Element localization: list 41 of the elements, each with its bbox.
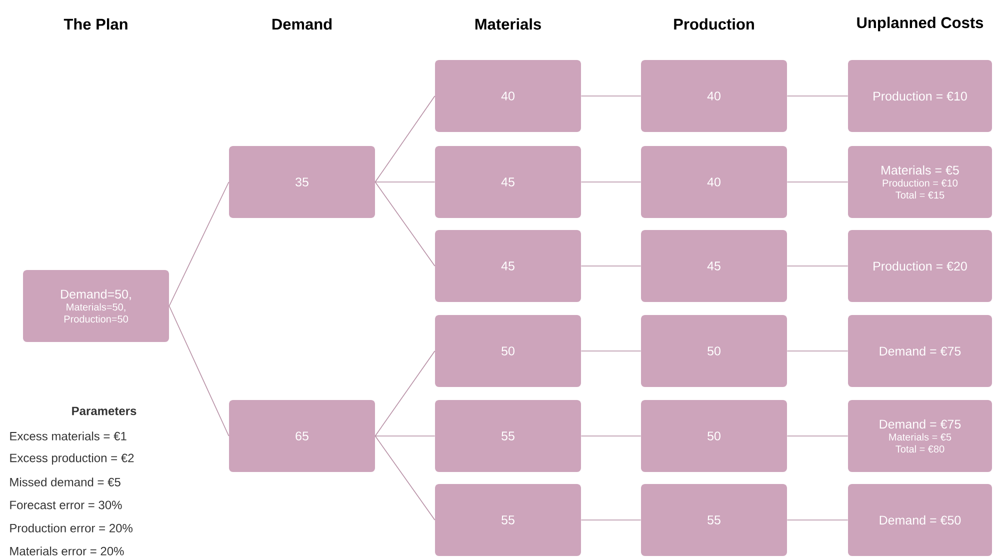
connector-line — [374, 350, 436, 436]
connector-line — [580, 350, 642, 352]
process-box: Demand=50, Materials=50, Production=50 — [23, 270, 169, 342]
process-box: Production = €10 — [848, 60, 992, 132]
connector-line — [786, 350, 848, 352]
process-box: 65 — [229, 400, 375, 472]
process-box: Demand = €75 Materials = €5 Total = €80 — [848, 400, 992, 472]
connector-line — [374, 96, 436, 182]
process-box: 45 — [641, 230, 787, 302]
parameter-text: Production error = 20% — [10, 524, 132, 532]
process-box: 50 — [641, 400, 787, 472]
parameter-text: Forecast error = 30% — [10, 500, 122, 510]
process-box: Production = €20 — [848, 230, 992, 302]
process-box: 40 — [641, 60, 787, 132]
parameter-text: Missed demand = €5 — [10, 478, 120, 486]
process-box: 50 — [641, 315, 787, 387]
process-box: 35 — [229, 146, 375, 218]
connector-line — [168, 306, 230, 436]
parameters-heading: Parameters — [72, 406, 136, 416]
process-box: 40 — [435, 60, 581, 132]
parameter-text: Materials error = 20% — [10, 546, 124, 556]
process-box: 50 — [435, 315, 581, 387]
column-heading: Unplanned Costs — [857, 16, 984, 32]
process-box: 45 — [435, 146, 581, 218]
parameter-text: Excess materials = €1 — [10, 432, 126, 440]
process-box: 40 — [641, 146, 787, 218]
connector-line — [168, 182, 230, 306]
process-box: Materials = €5 Production = €10 Total = €15 — [848, 146, 992, 218]
process-box: Demand = €75 — [848, 315, 992, 387]
process-box: Demand = €50 — [848, 484, 992, 556]
column-heading: Production — [674, 18, 754, 30]
process-box: 45 — [435, 230, 581, 302]
process-box: 55 — [641, 484, 787, 556]
connector-line — [374, 436, 436, 520]
column-heading: Demand — [272, 18, 332, 30]
column-heading: The Plan — [64, 18, 128, 30]
parameter-text: Excess production = €2 — [10, 453, 134, 465]
connector-line — [374, 182, 436, 266]
process-box: 55 — [435, 484, 581, 556]
process-box: 55 — [435, 400, 581, 472]
column-heading: Materials — [475, 18, 541, 30]
